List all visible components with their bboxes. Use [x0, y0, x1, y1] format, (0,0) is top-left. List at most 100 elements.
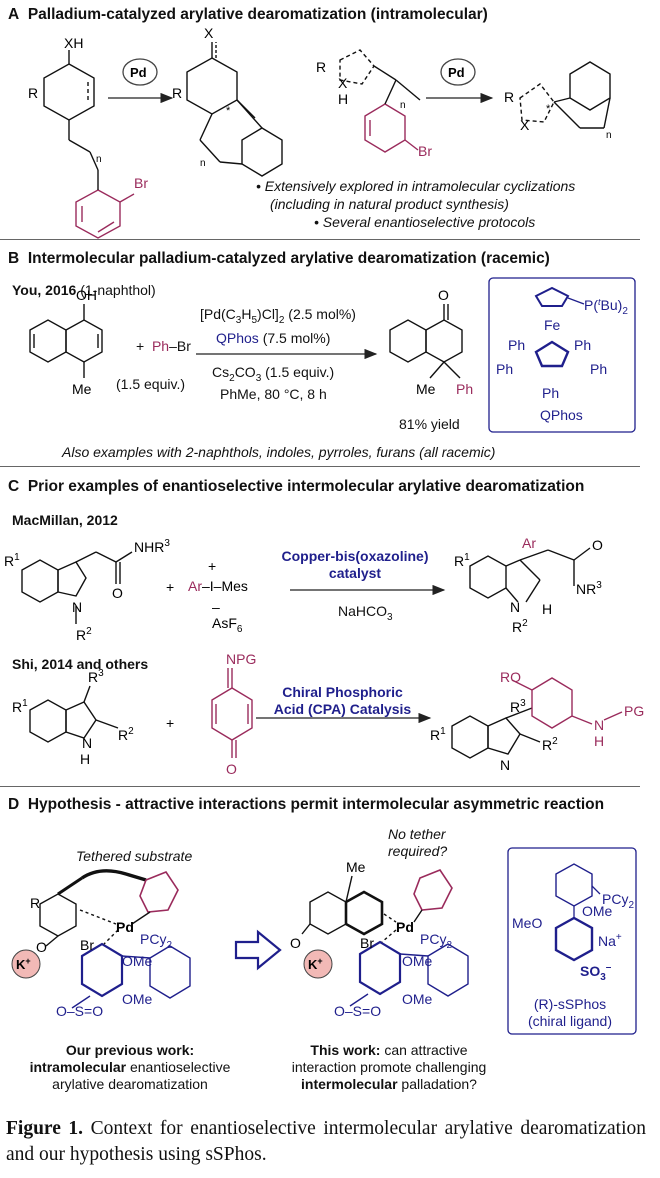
- b-oh-label: OH: [76, 287, 97, 303]
- c-r1-label-2: R1: [454, 552, 470, 569]
- d-me-label: Me: [346, 859, 366, 875]
- b-ph-label: Ph: [456, 381, 473, 397]
- section-a-title-text: Palladium-catalyzed arylative dearomatiz…: [27, 6, 488, 23]
- qphos-ph-1: Ph: [508, 337, 525, 353]
- note-a-3: • Several enantioselective protocols: [314, 214, 536, 230]
- c-r2-label-3: R2: [118, 726, 134, 743]
- section-b-letter: B: [8, 250, 20, 267]
- a-product-2: [519, 61, 611, 129]
- section-c-title-text: Prior examples of enantioselective inter…: [27, 478, 585, 495]
- reagent-phbr: + Ph–Br: [136, 338, 191, 354]
- c-plus-2: +: [166, 715, 174, 731]
- section-b-title: B Intermolecular palladium-catalyzed ary…: [8, 250, 550, 268]
- prev-work-2: enantioselective: [129, 1059, 231, 1075]
- c-nh-label: N: [82, 735, 92, 751]
- c-nh-label-2: N: [594, 717, 604, 733]
- d-pcy2-label-2: PCy2: [420, 931, 452, 951]
- b-o-label: O: [438, 287, 449, 303]
- b-product: [389, 304, 463, 379]
- potassium-icon-1: K+: [11, 949, 41, 979]
- section-c-title: C Prior examples of enantioselective int…: [8, 478, 584, 496]
- a-x-label-1: X: [204, 25, 214, 41]
- this-work-1: can attractive: [384, 1042, 468, 1058]
- sSPhos-label: (R)-sSPhos(chiral ligand): [508, 996, 632, 1030]
- c-n-label-2: N: [510, 599, 520, 615]
- d-sulfonate-1: O–S=O: [56, 1003, 103, 1019]
- a-stereo-1: *: [226, 105, 231, 117]
- d-o-label-1: O: [36, 939, 47, 955]
- c-asf6-minus: –: [212, 599, 220, 615]
- b-naphthol: [29, 304, 103, 378]
- a-n-label-1: n: [96, 154, 102, 165]
- qphos-box: P(tBu)2 Fe Ph Ph Ph Ph Ph QPhos: [488, 277, 636, 433]
- catalyst-cpa-l2: Acid (CPA) Catalysis: [273, 701, 412, 717]
- c-ro-label: RO: [500, 669, 521, 685]
- c-indole-1: [21, 551, 133, 624]
- a-h-label: H: [338, 91, 348, 107]
- c-iodonium: Ar–I–Mes: [188, 578, 248, 594]
- qphos-name: QPhos: [540, 407, 583, 423]
- qphos-fe: Fe: [544, 317, 561, 333]
- c-n-label-3: N: [500, 757, 510, 773]
- c-nhr3-label: NHR3: [134, 538, 170, 555]
- d-ome-label-3: OMe: [402, 953, 433, 969]
- prev-work-bold: intramolecular: [29, 1059, 127, 1075]
- c-r1-label-4: R1: [430, 726, 446, 743]
- note-a-3-text: Several enantioselective protocols: [322, 214, 536, 230]
- c-r2-label: R2: [76, 626, 92, 643]
- qphos-ptbu2: P(tBu)2: [584, 297, 628, 317]
- divider-c-d: [0, 786, 640, 787]
- a-x-label-2: X: [338, 75, 348, 91]
- c-o-label-3: O: [226, 761, 237, 777]
- d-o-label-2: O: [290, 935, 301, 951]
- d-ome-label-1: OMe: [122, 953, 153, 969]
- section-d-title-text: Hypothesis - attractive interactions per…: [27, 796, 605, 813]
- sSPhos-na: Na+: [598, 932, 622, 949]
- qphos-ph-3: Ph: [496, 361, 513, 377]
- qphos-ph-4: Ph: [590, 361, 607, 377]
- this-work-4: palladation?: [401, 1076, 477, 1092]
- a-r-label: R: [28, 85, 38, 101]
- c-quinone-imine: [211, 668, 253, 758]
- c-n-label: N: [72, 599, 82, 615]
- caption-label: Figure 1.: [6, 1118, 84, 1139]
- c-product-2: [451, 677, 623, 759]
- c-nr3-label: NR3: [576, 580, 602, 597]
- a-r-label-2: R: [172, 85, 182, 101]
- c-o-label: O: [112, 585, 123, 601]
- base-nahco3: NaHCO3: [338, 603, 393, 623]
- c-r1-label-3: R1: [12, 698, 28, 715]
- d-pcy2-label-1: PCy2: [140, 931, 172, 951]
- catalyst-copper-l2: catalyst: [328, 565, 382, 581]
- c-r3-label: R3: [88, 668, 104, 685]
- c-ar-label: Ar: [522, 535, 536, 551]
- c-iodonium-plus: +: [208, 558, 216, 574]
- b-me-label: Me: [72, 381, 92, 397]
- section-d-letter: D: [8, 796, 20, 813]
- note-a-1-text: Extensively explored in intramolecular c…: [264, 178, 576, 194]
- a-n-label-2: n: [200, 158, 206, 169]
- this-work-head: This work:: [310, 1042, 381, 1058]
- pd-catalyst-label-1: Pd: [130, 65, 147, 80]
- c-product-1: [469, 547, 591, 603]
- section-a-letter: A: [8, 6, 20, 23]
- figure-caption: Figure 1. Context for enantioselective i…: [6, 1116, 646, 1168]
- sSPhos-sub: (chiral ligand): [527, 1013, 613, 1029]
- d-br-label-2: Br: [360, 935, 374, 951]
- c-h-label: H: [542, 601, 552, 617]
- qphos-ph-2: Ph: [574, 337, 591, 353]
- a-x-label-3: X: [520, 117, 530, 133]
- d-ome-label-2: OMe: [122, 991, 153, 1007]
- c-indole-2: [29, 685, 119, 743]
- note-a-2: (including in natural product synthesis): [270, 196, 509, 212]
- note-b: Also examples with 2-naphthols, indoles,…: [62, 444, 496, 460]
- note-a-1: • Extensively explored in intramolecular…: [256, 178, 576, 194]
- d-r-label: R: [30, 895, 40, 911]
- c-r1-label: R1: [4, 552, 20, 569]
- sSPhos-so3: SO3–: [580, 962, 612, 983]
- caption-text: Context for enantioselective intermolecu…: [6, 1118, 646, 1165]
